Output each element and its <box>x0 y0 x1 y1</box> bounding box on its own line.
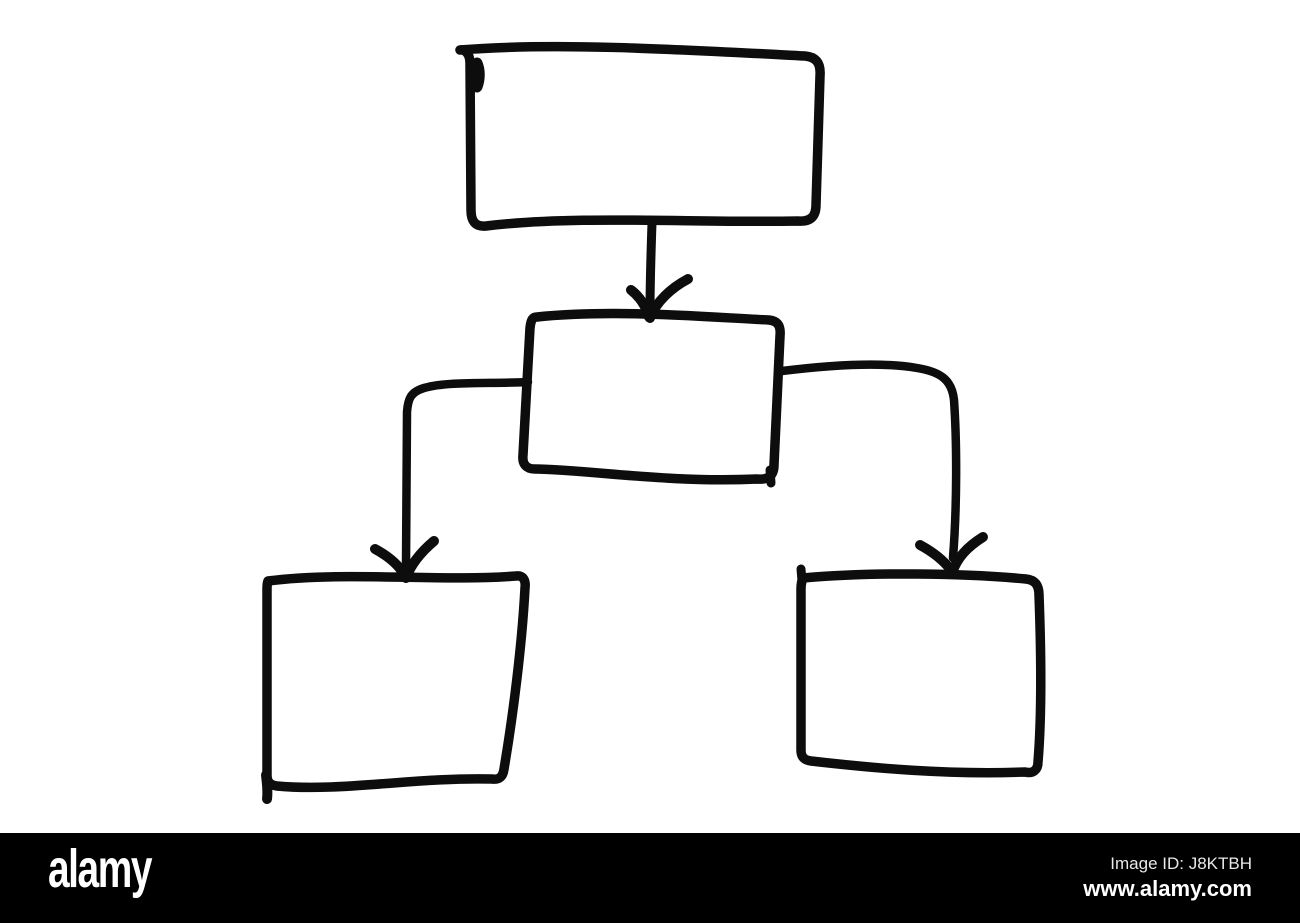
edge-middle-to-bottomleft-stem <box>401 377 533 571</box>
node-bottom-right-box-pen-tick <box>796 564 807 586</box>
edge-middle-to-bottomleft-arrowhead-left-barb <box>370 544 410 581</box>
edge-middle-to-bottomright-stem <box>777 360 961 563</box>
node-bottom-right-box <box>796 569 1046 778</box>
watermark-bar: alamy Image ID: J8KTBH www.alamy.com <box>0 833 1300 923</box>
flowchart-ink-group <box>261 41 1046 804</box>
edge-middle-to-bottomright-arrowhead-left-barb <box>915 540 956 575</box>
node-top-box-pen-notch <box>471 57 485 93</box>
node-bottom-left-box <box>262 571 530 793</box>
alamy-logo: alamy <box>48 839 152 899</box>
node-bottom-left-box-overshoot <box>261 770 273 804</box>
node-top-box <box>455 41 825 231</box>
site-url-label: www.alamy.com <box>1083 876 1252 901</box>
watermark-meta: Image ID: J8KTBH www.alamy.com <box>1083 854 1252 901</box>
node-middle-box-corner-nub <box>765 465 776 488</box>
edge-top-to-middle-stem <box>645 218 657 318</box>
flowchart-drawing <box>261 41 1046 804</box>
edge-middle-to-bottomright-arrowhead-right-barb <box>947 532 988 578</box>
node-middle-box <box>518 308 785 485</box>
image-id-label: Image ID: J8KTBH <box>1110 854 1252 873</box>
